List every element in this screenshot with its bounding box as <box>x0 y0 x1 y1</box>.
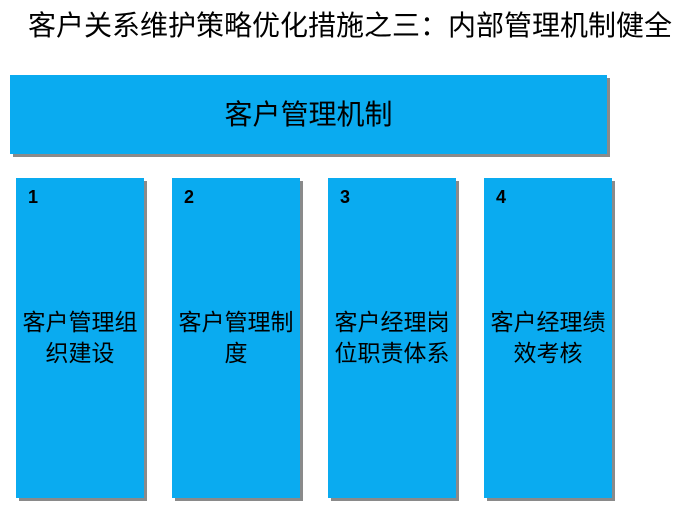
pillar-number: 3 <box>340 187 351 207</box>
pillar-4: 4 客户经理绩效考核 <box>484 178 612 498</box>
management-mechanism-box: 客户管理机制 <box>10 75 607 154</box>
pillar-number: 4 <box>496 187 507 207</box>
page-title: 客户关系维护策略优化措施之三：内部管理机制健全 <box>27 9 672 42</box>
pillar-number: 2 <box>184 187 195 207</box>
pillar-label: 客户经理岗位职责体系 <box>334 310 450 367</box>
management-mechanism-label: 客户管理机制 <box>224 97 393 131</box>
pillar-2: 2 客户管理制度 <box>172 178 300 498</box>
pillar-number: 1 <box>28 187 39 207</box>
pillar-label: 客户经理绩效考核 <box>490 310 606 367</box>
pillar-label: 客户管理组织建设 <box>22 310 138 367</box>
pillar-1: 1 客户管理组织建设 <box>16 178 144 498</box>
pillar-3: 3 客户经理岗位职责体系 <box>328 178 456 498</box>
pillar-label: 客户管理制度 <box>178 310 294 367</box>
